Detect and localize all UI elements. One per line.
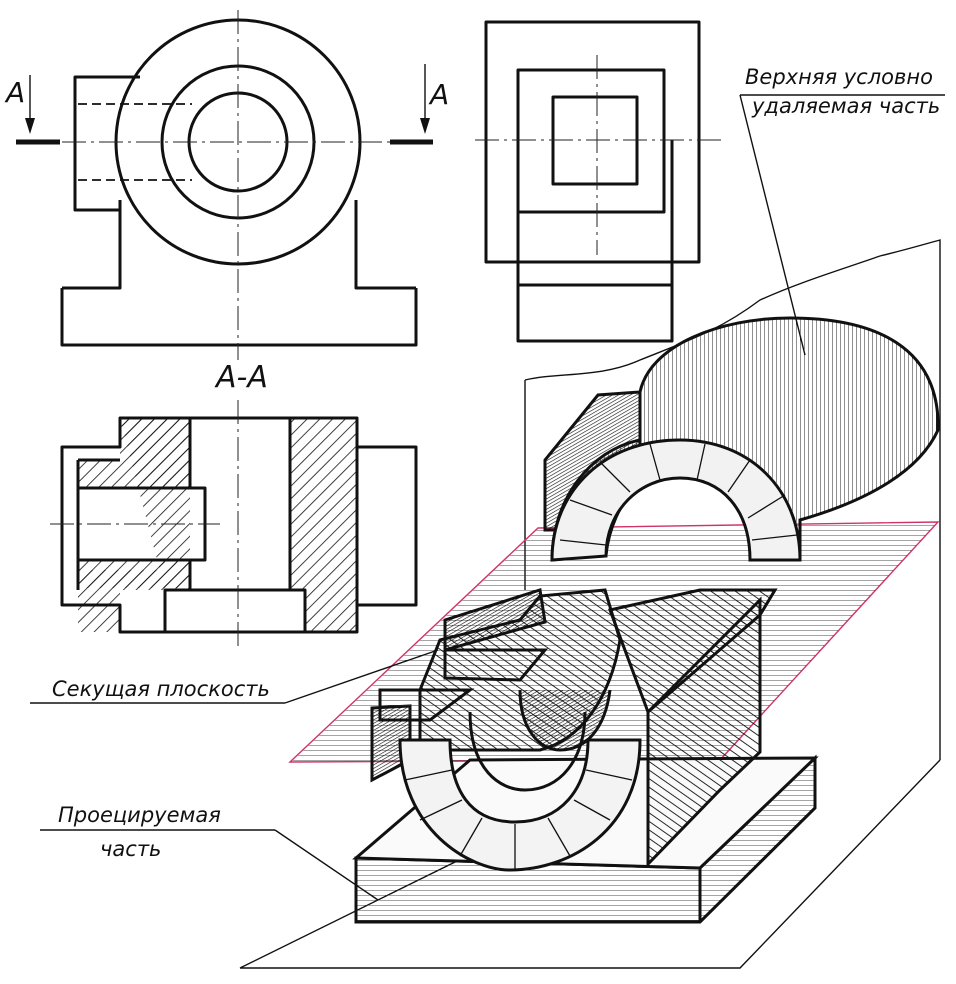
lower-part (352, 588, 819, 924)
section-view: A-A (50, 360, 418, 650)
label-projected-part-line1: Проецируемая (58, 803, 221, 827)
section-title: A-A (214, 360, 268, 395)
section-letter-left: A (4, 76, 25, 109)
label-upper-part-line1: Верхняя условно (745, 65, 933, 89)
label-upper-part-line2: удаляемая часть (751, 94, 940, 118)
label-cutting-plane: Секущая плоскость (52, 677, 270, 701)
front-view: A A (4, 10, 449, 360)
label-projected-part-line2: часть (100, 837, 161, 861)
section-letter-right: A (428, 78, 449, 111)
annotations: Верхняя условно удаляемая часть Секущая … (30, 65, 945, 901)
side-view (475, 20, 725, 343)
upper-part (543, 316, 940, 562)
